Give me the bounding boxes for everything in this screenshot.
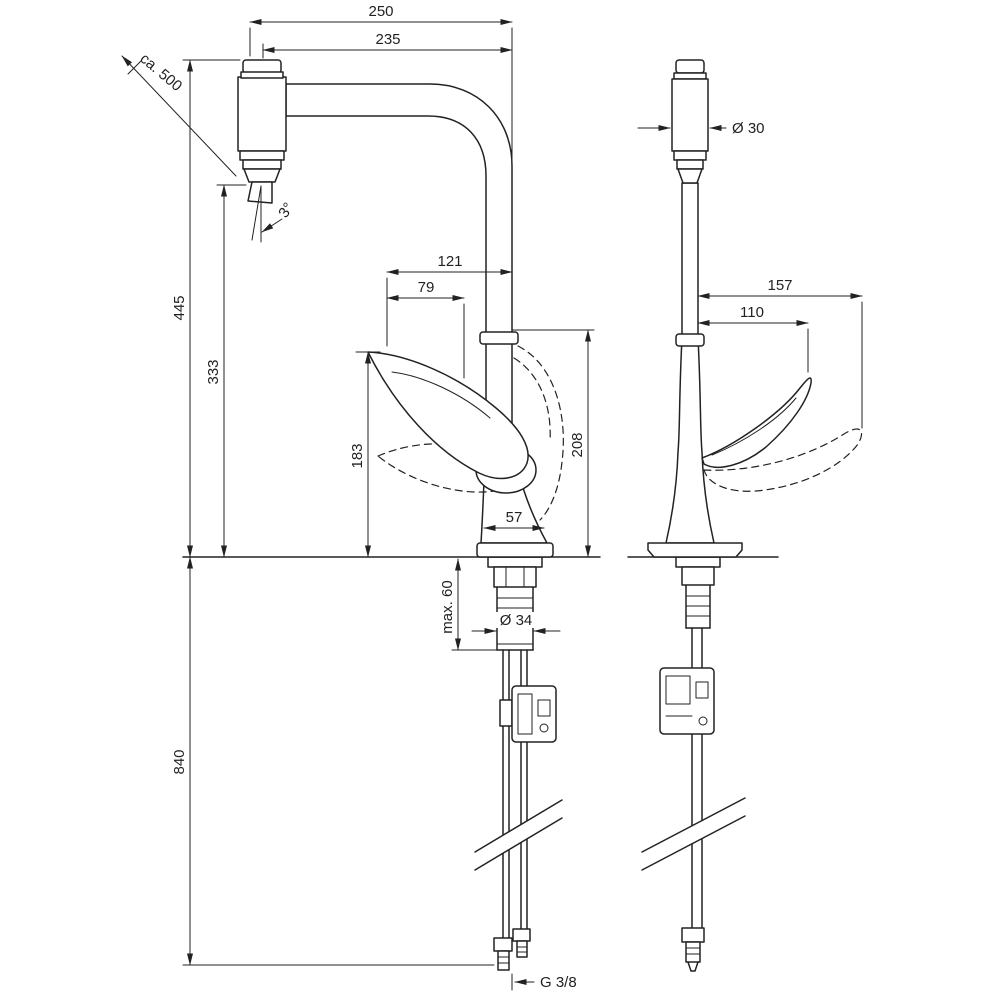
dim-183-label: 183	[349, 443, 366, 468]
dim-840-label: 840	[171, 749, 188, 774]
side-view	[627, 59, 863, 972]
spout-column-side	[671, 59, 709, 184]
dim-dia34-label: Ø 34	[500, 612, 533, 629]
dim-max60-label: max. 60	[439, 580, 456, 633]
dim-79-label: 79	[418, 279, 435, 296]
handspray	[237, 59, 287, 204]
dim-57-label: 57	[506, 509, 523, 526]
dim-110-label: 110	[740, 304, 764, 321]
dim-235-label: 235	[375, 31, 400, 48]
base-flange-side	[647, 542, 743, 558]
dim-ca500-label: ca. 500	[137, 50, 186, 95]
handle-lever	[367, 351, 529, 480]
dim-208-label: 208	[569, 432, 586, 457]
base-flange	[476, 542, 554, 558]
mounting-washer	[487, 556, 543, 568]
handle-lever-side	[701, 377, 812, 468]
dim-250-label: 250	[368, 3, 393, 20]
dim-333-label: 333	[205, 359, 222, 384]
dim-thread-label: G 3/8	[540, 974, 577, 991]
dimension-lines	[121, 19, 863, 991]
dim-dia30-label: Ø 30	[732, 120, 765, 137]
dim-angle-label: 3°	[275, 200, 297, 222]
swivel-joint	[479, 331, 519, 345]
dim-157-label: 157	[767, 277, 792, 294]
mounting-nut	[493, 566, 537, 588]
handle-alt-position-side	[703, 428, 863, 492]
body-side	[665, 182, 715, 544]
dim-121-label: 121	[437, 253, 462, 270]
front-view	[182, 59, 601, 971]
dim-445-label: 445	[171, 295, 188, 320]
